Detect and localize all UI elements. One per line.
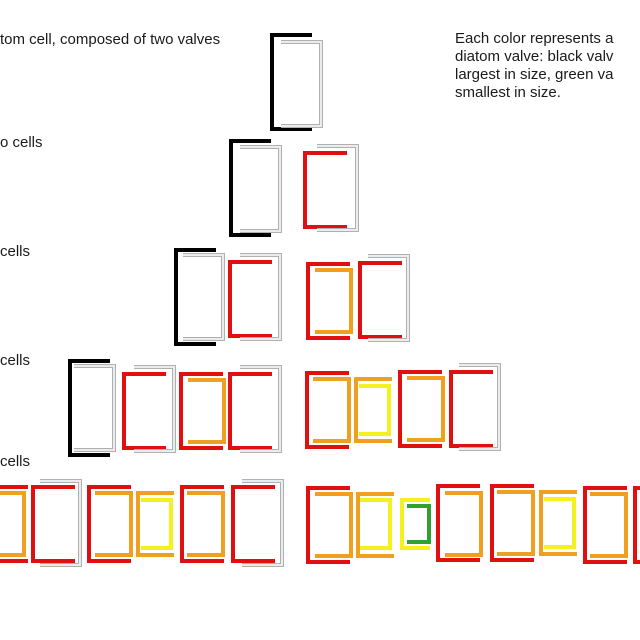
red-valve	[490, 484, 534, 562]
orange-valve	[590, 492, 628, 558]
orange-valve	[445, 491, 483, 557]
orange-valve	[497, 490, 535, 556]
orange-valve	[136, 491, 174, 557]
red-valve	[0, 485, 28, 563]
yellow-valve	[544, 497, 576, 549]
row-label-16: cells	[0, 453, 31, 470]
red-valve	[87, 485, 131, 563]
gray-valve	[183, 253, 225, 341]
orange-valve	[313, 377, 351, 443]
row-label-2: o cells	[0, 134, 43, 151]
yellow-valve	[141, 498, 173, 550]
red-valve	[306, 262, 350, 340]
black-valve	[270, 33, 312, 131]
red-valve	[358, 261, 402, 339]
gray-valve	[317, 144, 359, 232]
legend-line-2: diatom valve: black valv	[455, 48, 614, 65]
gray-valve	[242, 479, 284, 567]
gray-valve	[281, 40, 323, 128]
yellow-valve	[360, 498, 392, 550]
red-valve	[583, 486, 627, 564]
legend-line-3: largest in size, green va	[455, 66, 614, 83]
red-valve	[228, 260, 272, 338]
gray-valve	[459, 363, 501, 451]
gray-valve	[240, 145, 282, 233]
red-valve	[303, 151, 347, 229]
red-valve	[633, 486, 640, 564]
orange-valve	[354, 377, 392, 443]
green-valve	[407, 504, 431, 544]
gray-valve	[74, 364, 116, 452]
row-label-8: cells	[0, 352, 31, 369]
orange-valve	[356, 492, 394, 558]
orange-valve	[315, 268, 353, 334]
red-valve	[398, 370, 442, 448]
orange-valve	[315, 492, 353, 558]
red-valve	[228, 372, 272, 450]
orange-valve	[95, 491, 133, 557]
orange-valve	[188, 378, 226, 444]
orange-valve	[187, 491, 225, 557]
orange-valve	[539, 490, 577, 556]
black-valve	[174, 248, 216, 346]
orange-valve	[0, 491, 26, 557]
red-valve	[179, 372, 223, 450]
red-valve	[436, 484, 480, 562]
gray-valve	[240, 253, 282, 341]
gray-valve	[368, 254, 410, 342]
gray-valve	[134, 365, 176, 453]
orange-valve	[407, 376, 445, 442]
yellow-valve	[359, 384, 391, 436]
legend-line-4: smallest in size.	[455, 84, 561, 101]
red-valve	[31, 485, 75, 563]
gray-valve	[240, 365, 282, 453]
red-valve	[305, 371, 349, 449]
red-valve	[231, 485, 275, 563]
black-valve	[68, 359, 110, 457]
red-valve	[180, 485, 224, 563]
legend-line-1: Each color represents a	[455, 30, 614, 47]
red-valve	[122, 372, 166, 450]
row-label-1: tom cell, composed of two valves	[0, 31, 221, 48]
row-label-4: cells	[0, 243, 31, 260]
legend-text: Each color represents a diatom valve: bl…	[455, 30, 613, 102]
red-valve	[306, 486, 350, 564]
gray-valve	[40, 479, 82, 567]
yellow-valve	[400, 498, 430, 550]
red-valve	[449, 370, 493, 448]
black-valve	[229, 139, 271, 237]
